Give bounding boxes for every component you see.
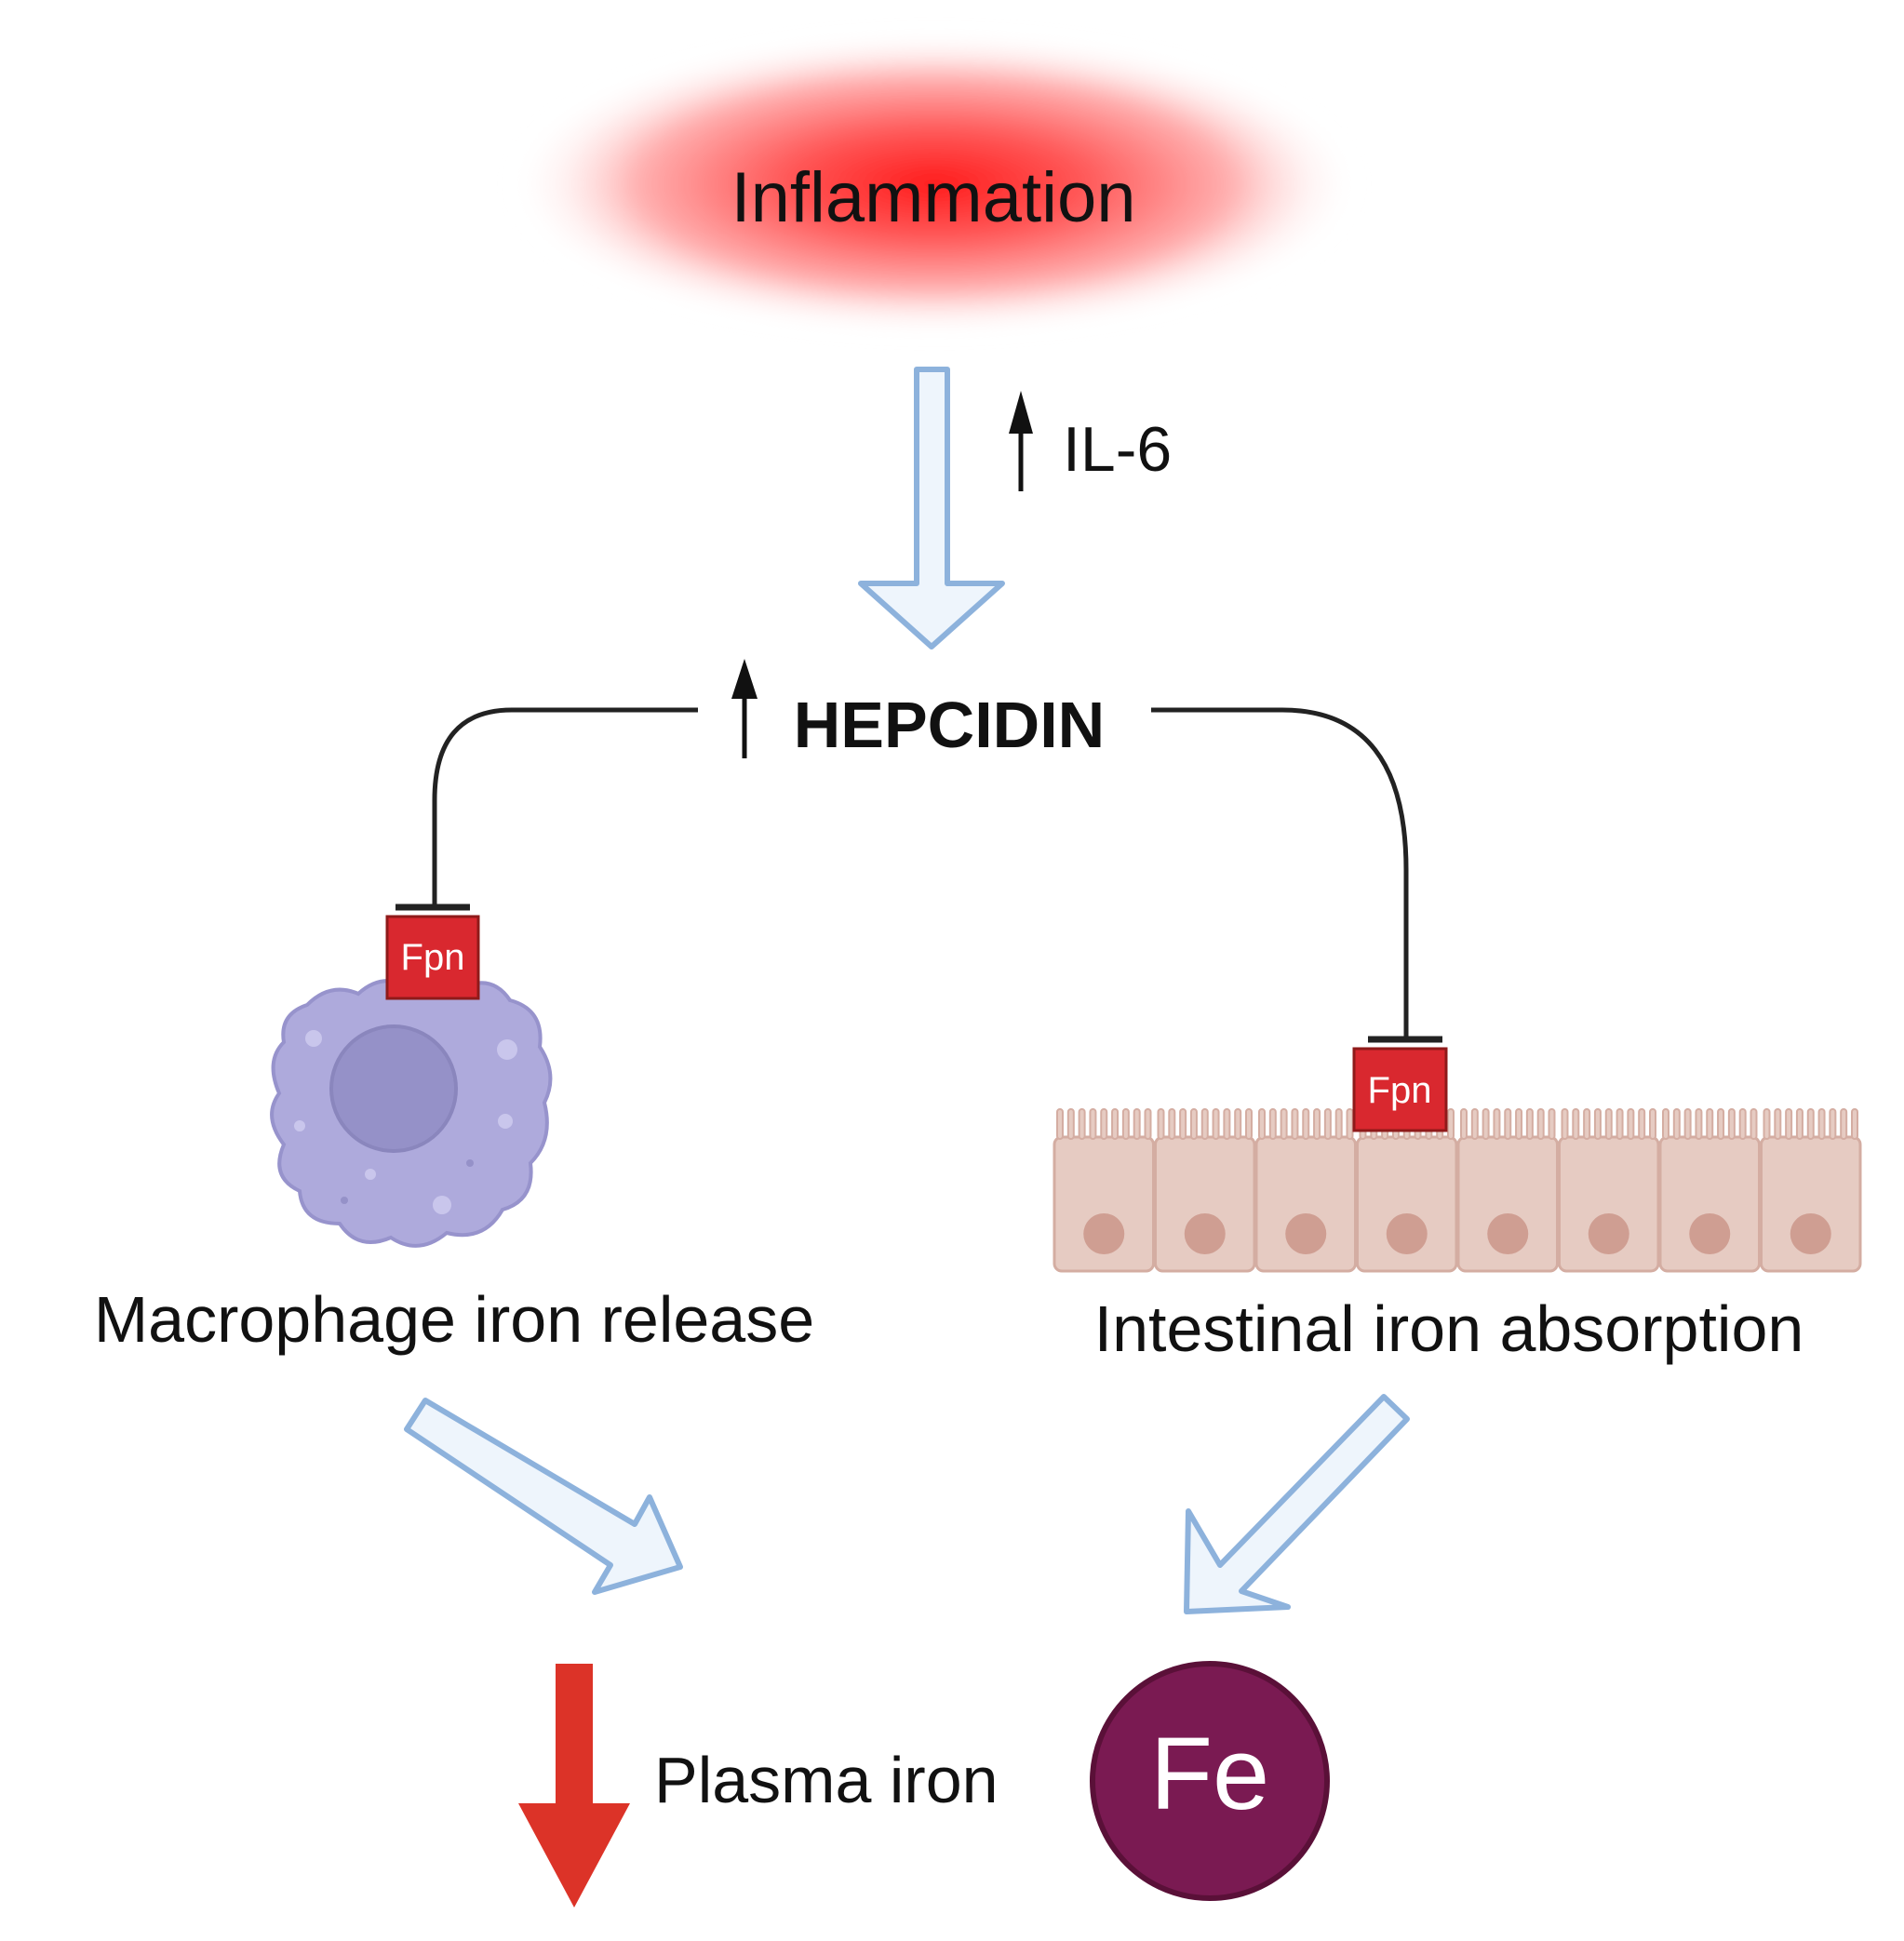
enterocyte-nucleus xyxy=(1083,1213,1125,1254)
intestine-to-plasma-arrow xyxy=(1184,1394,1410,1614)
iron-symbol-label: Fe xyxy=(1150,1717,1269,1831)
macrophage-fpn-label: Fpn xyxy=(401,937,465,978)
inflammation-label: Inflammation xyxy=(731,158,1135,237)
enterocyte-nucleus xyxy=(1689,1213,1731,1254)
hepcidin-up-arrow-icon xyxy=(731,659,758,758)
enterocyte-cell xyxy=(1053,1108,1155,1273)
il6-label: IL-6 xyxy=(1063,414,1172,485)
plasma-iron-label: Plasma iron xyxy=(654,1744,999,1816)
iron-fe-icon: Fe xyxy=(1090,1661,1330,1901)
intestine-label: Intestinal iron absorption xyxy=(1094,1292,1804,1365)
intestine-fpn-label: Fpn xyxy=(1368,1070,1432,1111)
enterocyte-cell xyxy=(1658,1108,1761,1273)
enterocyte-nucleus xyxy=(1588,1213,1629,1254)
macrophage-to-plasma-arrow xyxy=(404,1398,683,1595)
enterocyte-nucleus xyxy=(1386,1213,1428,1254)
hepcidin-label: HEPCIDIN xyxy=(794,689,1105,761)
enterocyte-cell xyxy=(1760,1108,1862,1273)
il6-up-arrow-icon xyxy=(1009,391,1033,491)
macrophage-fpn-channel: Fpn xyxy=(385,915,480,1000)
intestine-fpn-channel: Fpn xyxy=(1352,1047,1448,1132)
macrophage-nucleus xyxy=(329,1024,458,1153)
intestinal-epithelium xyxy=(1053,1108,1862,1273)
enterocyte-nucleus xyxy=(1790,1213,1831,1254)
inflammation-to-hepcidin-arrow xyxy=(858,367,1005,649)
plasma-down-arrow-icon xyxy=(518,1664,630,1908)
hepcidin-inhibits-macrophage-line xyxy=(432,707,698,907)
enterocyte-cell xyxy=(1154,1108,1256,1273)
enterocyte-cell xyxy=(1356,1108,1458,1273)
hepcidin-inhibits-intestine-line xyxy=(1151,707,1409,1039)
enterocyte-cell xyxy=(1456,1108,1559,1273)
enterocyte-cell xyxy=(1558,1108,1660,1273)
macrophage-label: Macrophage iron release xyxy=(94,1283,814,1356)
macrophage-cell xyxy=(270,976,553,1248)
inflammation-region: Inflammation xyxy=(510,33,1359,334)
enterocyte-nucleus xyxy=(1487,1213,1529,1254)
enterocyte-nucleus xyxy=(1184,1213,1226,1254)
enterocyte-nucleus xyxy=(1285,1213,1327,1254)
enterocyte-cell xyxy=(1254,1108,1357,1273)
